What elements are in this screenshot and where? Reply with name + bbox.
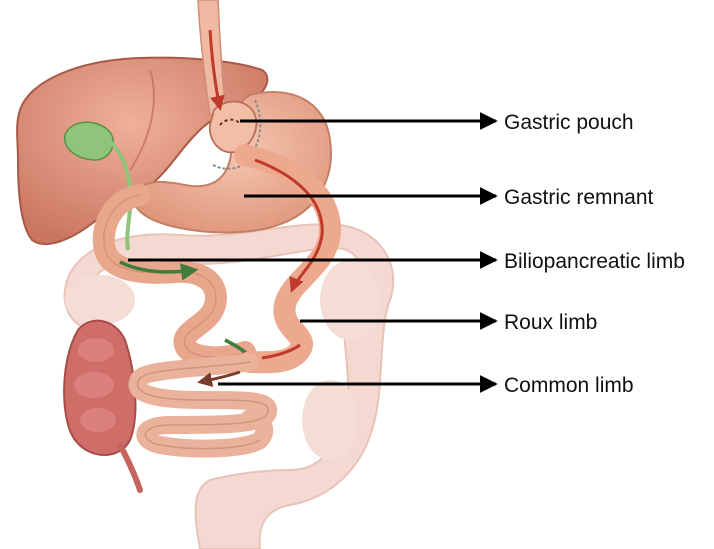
common-limb-organ	[138, 362, 269, 449]
label-biliopancreatic-limb: Biliopancreatic limb	[504, 251, 685, 272]
label-roux-limb: Roux limb	[504, 312, 597, 333]
label-gastric-pouch: Gastric pouch	[504, 112, 634, 133]
label-common-limb: Common limb	[504, 375, 634, 396]
cecum	[64, 321, 140, 490]
label-gastric-remnant: Gastric remnant	[504, 187, 653, 208]
